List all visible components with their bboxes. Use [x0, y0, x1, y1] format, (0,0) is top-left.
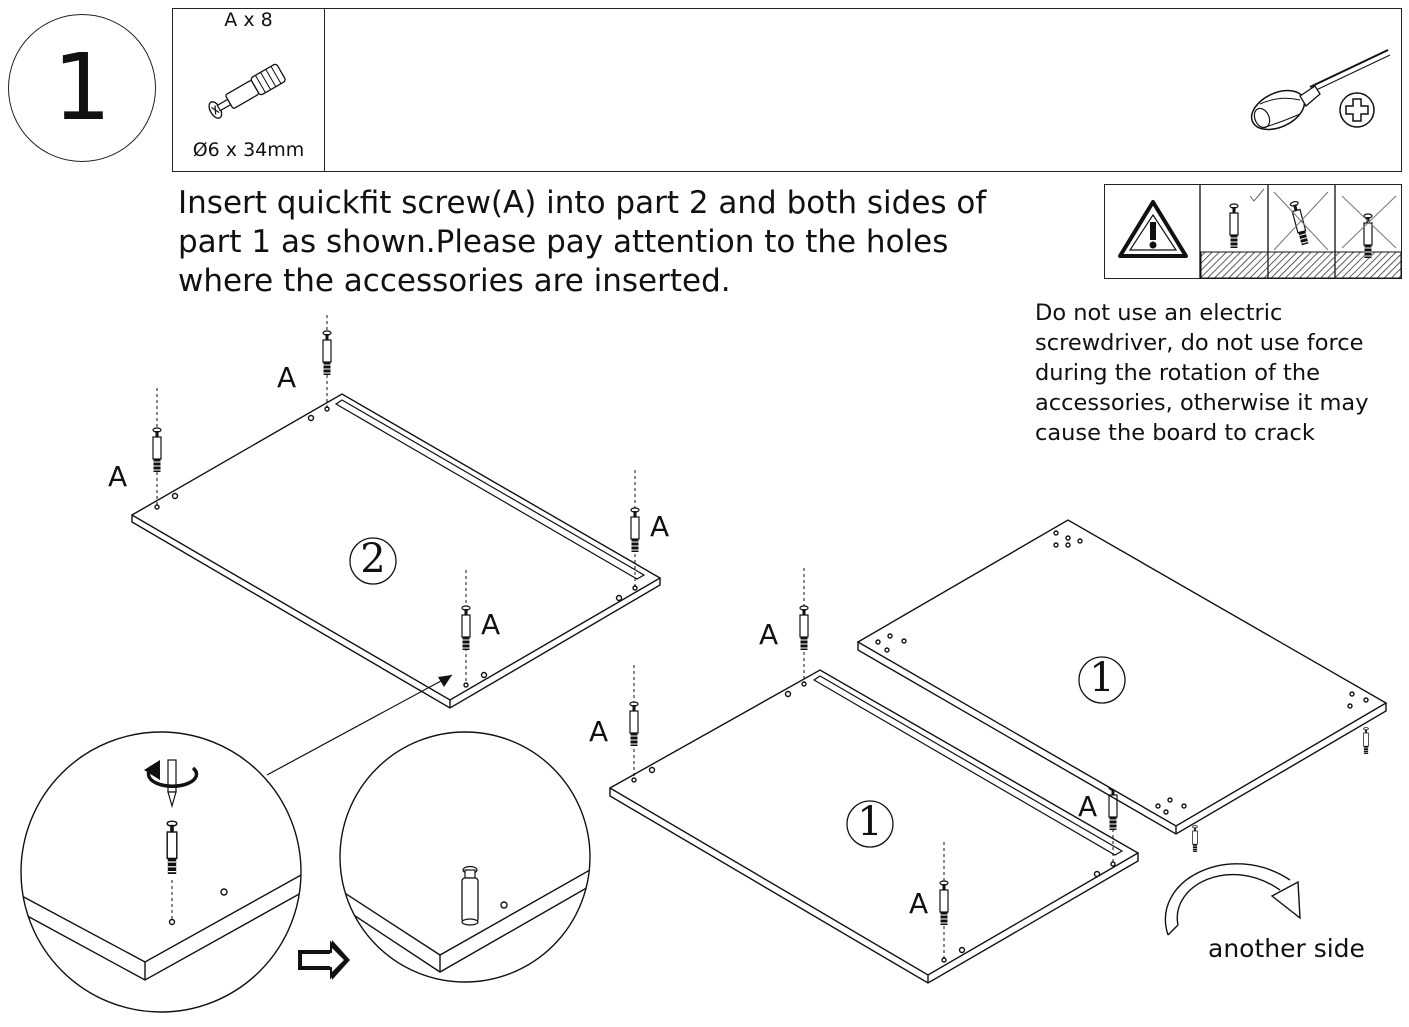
screw-a-label: A — [481, 608, 501, 641]
part-a-cell — [172, 8, 325, 172]
screw-icon — [208, 63, 286, 119]
warning-triangle-icon — [1118, 185, 1201, 278]
rotate-arrow-icon — [144, 760, 199, 788]
instruction-line: part 1 as shown.Please pay attention to … — [178, 224, 949, 260]
detail-view-insert — [20, 731, 302, 1013]
next-arrow-icon — [298, 940, 350, 980]
parts-panel — [172, 8, 1402, 172]
screw-a-label: A — [759, 618, 779, 651]
warning-line: screwdriver, do not use force — [1035, 330, 1364, 356]
part-2-number: 2 — [360, 536, 386, 582]
screw-a-label: A — [108, 460, 128, 493]
instruction-line: Insert quickfit screw(A) into part 2 and… — [178, 185, 987, 221]
part-1-number: 1 — [1089, 655, 1115, 701]
step-circle — [8, 14, 156, 162]
warning-line: during the rotation of the — [1035, 360, 1320, 386]
detail-view-inserted — [339, 731, 591, 983]
panel-1-front — [608, 669, 1140, 984]
part-1-number: 1 — [857, 799, 883, 845]
panel-2 — [130, 393, 662, 709]
screw-a-label: A — [1078, 790, 1098, 823]
screw-a-label: A — [650, 510, 670, 543]
warning-line: Do not use an electric — [1035, 300, 1283, 326]
another-side-label: another side — [1208, 934, 1365, 963]
part-quantity: A x 8 — [224, 9, 273, 31]
warning-line: accessories, otherwise it may — [1035, 390, 1369, 416]
screwdriver-icon — [1250, 49, 1391, 131]
phillips-head-icon — [1339, 92, 1375, 128]
instruction-line: where the accessories are inserted. — [178, 263, 731, 299]
flip-arrow-icon — [1164, 863, 1301, 936]
screw-a-label: A — [277, 361, 297, 394]
instruction-text: Insert quickfit screw(A) into part 2 and… — [178, 184, 1058, 301]
screw-a-label: A — [589, 715, 609, 748]
step-number: 1 — [52, 34, 112, 141]
warning-text: Do not use an electric screwdriver, do n… — [1035, 298, 1405, 448]
warning-line: cause the board to crack — [1035, 420, 1315, 446]
screw-a-label: A — [909, 887, 929, 920]
panel-1-back — [856, 519, 1388, 835]
part-size: Ø6 x 34mm — [192, 139, 305, 161]
